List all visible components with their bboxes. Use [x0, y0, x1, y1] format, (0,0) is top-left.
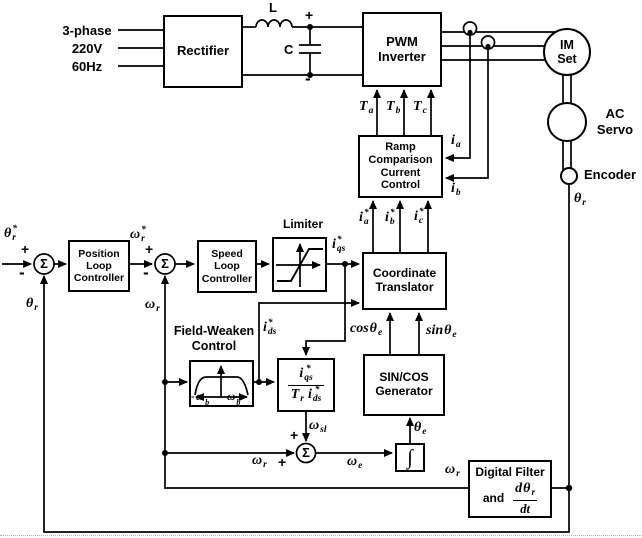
inductor-coil	[255, 19, 293, 28]
inductor-label: L	[269, 0, 277, 15]
slip-sum-symbol: Σ	[302, 444, 310, 460]
dc-link-wires	[243, 19, 362, 76]
speed-sum-plus: +	[145, 241, 154, 257]
junction-dots	[162, 24, 573, 492]
source-wires	[118, 29, 163, 67]
rectifier-block: Rectifier	[163, 15, 243, 88]
limiter-block	[272, 237, 327, 292]
ac-servo-circle	[547, 102, 587, 142]
speed-loop-block: Speed Loop Controller	[197, 240, 257, 293]
current-sensor-a	[462, 21, 478, 36]
integral-symbol: ∫	[407, 445, 413, 470]
position-sum-symbol: Σ	[40, 255, 48, 271]
label-ia-ref: i*a	[359, 208, 369, 227]
position-sum-plus: +	[21, 241, 30, 257]
position-feedback-wires	[40, 184, 570, 533]
position-sum-minus: -	[19, 263, 25, 282]
encoder-circle	[560, 167, 578, 185]
gate-signal-arrows	[373, 89, 435, 135]
current-feedback-wires	[445, 32, 489, 182]
encoder-label: Encoder	[584, 167, 637, 182]
slip-sum-plus-top: +	[290, 427, 299, 443]
label-omega-r-ref: ω*r	[130, 225, 146, 244]
im-set-label: IM Set	[557, 37, 577, 66]
ramp-comparison-block: Ramp Comparison Current Control	[358, 135, 443, 198]
speed-sum-minus: -	[143, 263, 149, 282]
dc-plus-sign: +	[305, 7, 314, 23]
current-ref-arrows	[369, 200, 432, 252]
position-sum-junction	[33, 253, 55, 275]
label-theta-r-ref: θ*r	[4, 224, 18, 243]
label-ids-ref: i*ds	[263, 318, 277, 337]
label-ib-ref: i*b	[385, 208, 395, 227]
capacitor-label: C	[284, 42, 294, 57]
current-sensor-b	[480, 35, 496, 50]
slip-sum-plus-left: +	[278, 454, 287, 470]
field-weaken-block	[189, 360, 254, 407]
slip-sum-junction	[295, 442, 317, 464]
integrator-block: ∫	[395, 443, 425, 472]
limiter-curve	[276, 243, 323, 287]
coordinate-translator-block: Coordinate Translator	[362, 252, 447, 310]
page-edge-artifact	[0, 535, 642, 536]
speed-sum-symbol: Σ	[161, 255, 169, 271]
label-iqs-ref: i*qs	[332, 235, 346, 254]
limiter-title: Limiter	[283, 217, 324, 231]
power-source-label: 3-phase 220V 60Hz	[62, 23, 112, 74]
position-loop-block: Position Loop Controller	[68, 240, 130, 292]
ac-servo-label: AC Servo	[596, 106, 634, 137]
pwm-inverter-block: PWM Inverter	[362, 12, 442, 87]
im-set-circle	[543, 28, 591, 76]
sincos-generator-block: SIN/COS Generator	[363, 354, 445, 416]
dc-minus-sign: -	[305, 69, 311, 88]
label-ic-ref: i*c	[414, 207, 424, 226]
field-weaken-curve	[194, 365, 249, 401]
field-weaken-title: Field-Weaken Control	[173, 324, 255, 353]
phase-wires	[442, 31, 558, 61]
speed-sum-junction	[154, 253, 176, 275]
flux-slip-wires	[165, 299, 423, 457]
